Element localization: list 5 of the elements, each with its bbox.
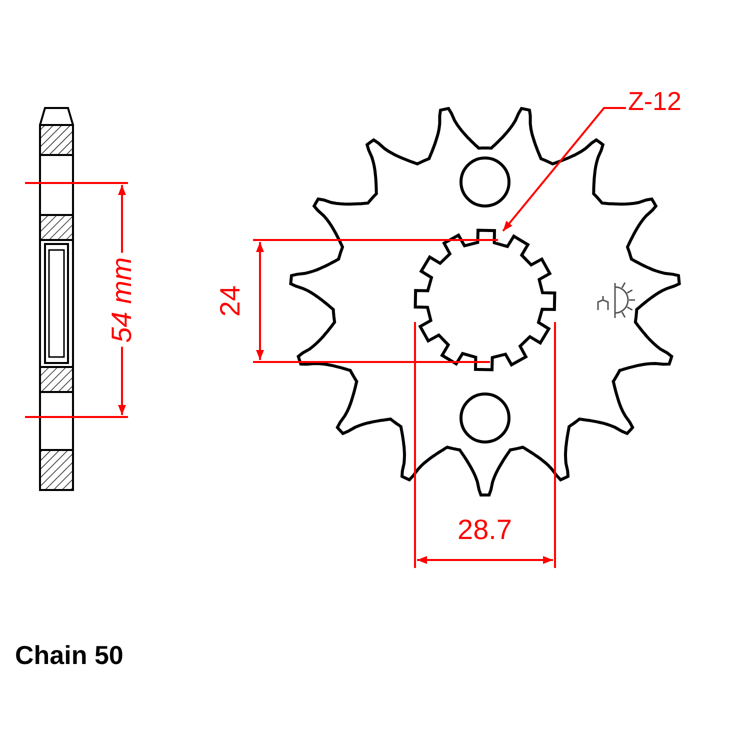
splined-bore-drawing xyxy=(414,228,556,372)
chain-size-label: Chain 50 xyxy=(15,642,124,668)
leader-line xyxy=(502,107,626,232)
callout-label: Z-12 xyxy=(628,88,682,114)
dimension-label: 28.7 xyxy=(458,516,512,544)
